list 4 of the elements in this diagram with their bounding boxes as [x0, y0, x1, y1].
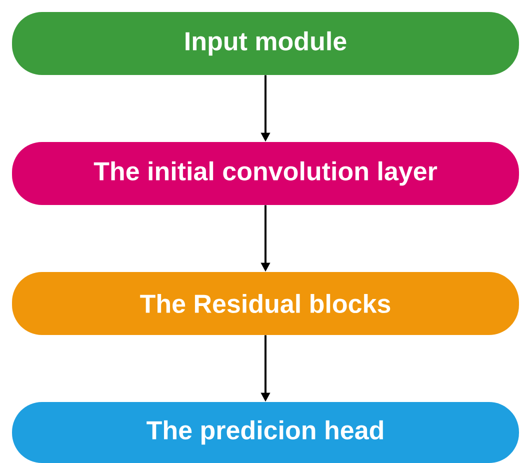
process-box: Input module [12, 12, 519, 75]
process-box: The initial convolution layer [12, 142, 519, 205]
process-box: The predicion head [12, 402, 519, 463]
process-box: The Residual blocks [12, 272, 519, 335]
